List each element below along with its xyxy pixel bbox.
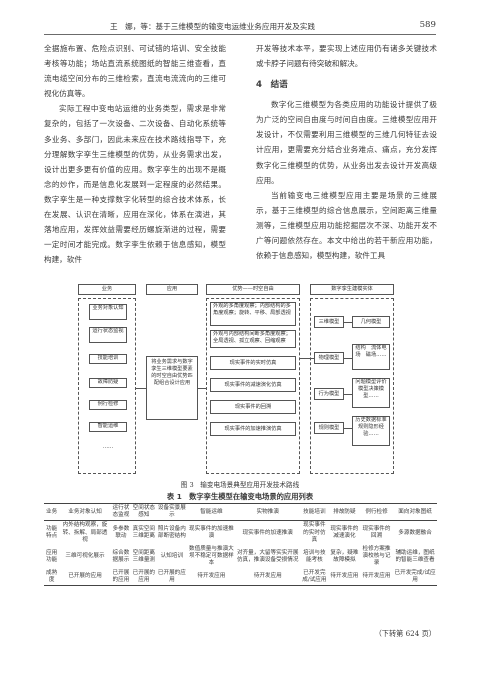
table-cell: 三维可视化展示 xyxy=(65,553,105,560)
table-cell: 待开发应用 xyxy=(362,573,391,580)
column-header: 运行状态监视 xyxy=(112,505,130,519)
figure-header-business: 业务 xyxy=(78,284,136,295)
model-box: 行为模型 xyxy=(314,388,344,400)
running-title: 王 娜，等：基于三维模型的输变电运维业务应用开发及实践 xyxy=(110,22,316,31)
table-cell: 待开发应用 xyxy=(330,573,359,580)
business-item: 技能培训 xyxy=(89,354,127,364)
table-cell: 认知培训 xyxy=(160,553,184,560)
connector xyxy=(198,388,206,389)
connector xyxy=(344,428,352,429)
advantage-simulation: 现实事件的加速推演仿真 xyxy=(210,422,296,436)
table-cell: 现实事件的实时仿真 xyxy=(303,522,326,543)
table-cell: 对齐量，大留等实实开展仿真，推演设备受损情况 xyxy=(236,549,299,563)
table-cell: 现实事件的回溯 xyxy=(362,526,391,540)
model-box: 规则模型 xyxy=(314,422,344,434)
figure-caption: 图 3 输变电场景典型应用开发技术路线 xyxy=(180,481,300,489)
model-box: 三维模型 xyxy=(314,316,344,328)
column-header: 排故防疑 xyxy=(333,508,356,515)
table-cell: 多源数据融合 xyxy=(398,529,432,536)
column-header: 智能运维 xyxy=(200,508,223,515)
connector xyxy=(344,394,352,395)
table-cell: 检修方案推演校核与记录 xyxy=(362,546,391,567)
column-header: 技能培训 xyxy=(303,508,326,515)
table-cell: 内外结构观察，旋转、拆解、局部透视 xyxy=(62,522,108,543)
connector xyxy=(136,388,146,389)
business-item: …… xyxy=(89,444,127,454)
table-cell: 功能特点 xyxy=(46,526,58,540)
model-detail: 几何模型 xyxy=(352,316,390,328)
left-paragraph-2: 实际工程中变电站运维的业务类型，需求是非常复杂的，包括了一次设备、二次设备、自动… xyxy=(44,104,226,265)
advantage-simulation: 现实事件的回溯 xyxy=(210,400,296,414)
table-cell: 待开发应用 xyxy=(253,573,282,580)
business-item: 故障防疑 xyxy=(89,378,127,388)
table-header-row: 业务 业务对象认知 运行状态监视 空间状态感知 设备实景展示 智能运维 实物推演… xyxy=(44,503,437,521)
column-header: 空间状态感知 xyxy=(132,505,156,519)
business-item: 例行检修 xyxy=(89,400,127,410)
table-cell: 多参数联动 xyxy=(112,526,130,540)
model-detail: 结构 流体电场 磁场…… xyxy=(352,344,390,370)
table-cell: 成熟度 xyxy=(46,569,58,583)
table-row: 应用功能 三维可视化展示 综合数据展示 空间距离三维量测 认知培训 数值质量与推… xyxy=(44,545,437,569)
model-box: 物理模型 xyxy=(314,352,344,364)
table-cell: 培训与技能考核 xyxy=(303,549,326,563)
table-cell: 已开展的应用 xyxy=(112,569,130,583)
table-cell: 已开展的应用 xyxy=(68,573,102,580)
continued-note: （下转第 624 页） xyxy=(374,629,436,638)
table-cell: 已开展的应用 xyxy=(132,569,156,583)
table-cell: 综合数据展示 xyxy=(112,549,130,563)
connector xyxy=(344,322,352,323)
table-row: 功能特点 内外结构观察，旋转、拆解、局部透视 多参数联动 真实空间三维距离 照片… xyxy=(44,521,437,545)
table-cell: 真实空间三维距离 xyxy=(132,526,156,540)
header-rule xyxy=(44,20,436,35)
connector xyxy=(300,358,314,359)
table-cell: 已开发完成/试应用 xyxy=(394,569,436,583)
table-row: 成熟度 已开展的应用 已开展的应用 已开展的应用 已开展的应用 待开发应用 待开… xyxy=(44,569,437,586)
column-header: 面向对象图纸 xyxy=(398,508,432,515)
model-detail: 历史数据标准规则隐形经验…… xyxy=(352,416,390,446)
advantage-simulation: 现实事件的减速演化仿真 xyxy=(210,378,296,392)
page-number: 589 xyxy=(419,20,436,30)
advantage-observation: 外观的多角度观察；内部结构的多角度观察；旋转、平移、局部透视 xyxy=(210,302,296,326)
column-header: 实物推演 xyxy=(256,508,279,515)
right-column: 开发等技术本平，要实现上述应用仍有诸多关键技术或卡脖子问题有待突破和解决。 4 … xyxy=(256,41,437,263)
right-paragraph-2: 数字化三维模型为各类应用的功能设计提供了极为广泛的空间自由度与时间自由度。三维模… xyxy=(256,100,437,185)
table-cell: 现实事件的减速演化 xyxy=(330,526,359,540)
table-cell: 应用功能 xyxy=(46,549,58,563)
table-cell: 待开发应用 xyxy=(197,573,226,580)
table-cell: 复杂，疑难故障模拟 xyxy=(330,549,359,563)
left-paragraph-1: 全据施布置、危险点识别、可试错的培训、安全技能考核等功能；场站直流系统图纸的智能… xyxy=(44,44,226,99)
table-cell: 现实事件的加速推演 xyxy=(242,529,293,536)
column-header: 业务对象认知 xyxy=(68,508,102,515)
table-cell: 已开发完成/试应用 xyxy=(302,569,327,583)
right-paragraph-1: 开发等技术本平，要实现上述应用仍有诸多关键技术或卡脖子问题有待突破和解决。 xyxy=(256,44,437,69)
column-header: 设备实景展示 xyxy=(157,505,186,519)
figure-header-twin-model: 数字孪生建模实体 xyxy=(310,284,394,295)
table-cell: 数值质量与推演大坝不稳定可数据样本 xyxy=(189,546,234,567)
right-paragraph-3: 当前输变电三维模型应用主要是场景的三维展示，基于三维模型的综合信息展示，空间距离… xyxy=(256,190,437,261)
application-table: 业务 业务对象认知 运行状态监视 空间状态感知 设备实景展示 智能运维 实物推演… xyxy=(44,503,437,586)
technical-route-figure: 业务 应用 优势——时空自由 数字孪生建模实体 业务对象认知 运行状态监视 技能… xyxy=(72,282,396,477)
table-cell: 照片设备内部断密结构 xyxy=(157,526,186,540)
application-box: 将业务需求与数字孪生三维模型要素的时空自由优势匹配组合设计应用 xyxy=(146,356,198,420)
conclusion-heading: 4 结语 xyxy=(256,80,288,91)
business-item: 智能运维 xyxy=(89,422,127,432)
advantage-simulation: 现实事件的实时仿真 xyxy=(210,356,296,370)
model-detail: 问题模型评价模型决策模型…… xyxy=(352,378,390,408)
table-caption: 表 1 数字孪生模型在输变电场景的应用列表 xyxy=(166,492,314,501)
table-cell: 已开展的应用 xyxy=(157,569,186,583)
column-header: 业务 xyxy=(46,508,58,515)
left-column: 全据施布置、危险点识别、可试错的培训、安全技能考核等功能；场站直流系统图纸的智能… xyxy=(44,41,226,267)
connector xyxy=(344,358,352,359)
figure-header-advantage: 优势——时空自由 xyxy=(206,284,300,295)
table-cell: 现实事件的加速推演 xyxy=(189,526,234,540)
figure-header-application: 应用 xyxy=(146,284,198,295)
business-item: 业务对象认知 xyxy=(89,304,127,320)
business-item: 运行状态监视 xyxy=(89,327,127,343)
table-cell: 空间距离三维量测 xyxy=(132,549,156,563)
advantage-observation: 外观与内部结构间断多角度观察；全局透视、孤立观察、回缩观察 xyxy=(210,330,296,348)
column-header: 例行检修 xyxy=(365,508,388,515)
table-cell: 辅助运维，图纸的智能三维查看 xyxy=(395,549,435,563)
